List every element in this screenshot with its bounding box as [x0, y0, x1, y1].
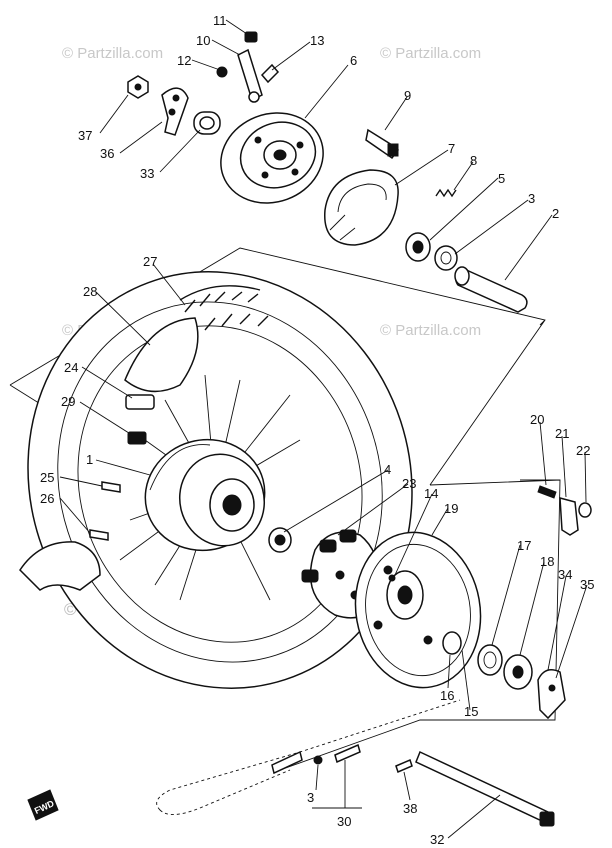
callout-label: 7: [448, 141, 455, 156]
brake-plate-parts: [127, 75, 221, 136]
callout-label: 28: [83, 284, 97, 299]
hub: [144, 438, 266, 552]
callout-label: 29: [61, 394, 75, 409]
callout-label: 12: [177, 53, 191, 68]
adjuster-plate: [537, 669, 566, 720]
callout-label: 25: [40, 470, 54, 485]
callout-label: 23: [402, 476, 416, 491]
callout-label: 13: [310, 33, 324, 48]
chain-links: [271, 743, 361, 775]
watermark: © Partzilla.com: [380, 322, 481, 339]
hub-bearing-parts: [405, 232, 528, 313]
callout-label: 21: [555, 426, 569, 441]
tube-parts: [124, 317, 199, 445]
callout-label: 30: [337, 814, 351, 829]
callouts: 11 10 13 12 6 37 36 33 9 7 8 5 3 2 27 28…: [40, 13, 594, 847]
spring: [435, 188, 457, 198]
callout-label: 37: [78, 128, 92, 143]
callout-label: 26: [40, 491, 54, 506]
callout-label: 17: [517, 538, 531, 553]
tire-bead: [19, 541, 101, 591]
callout-label: 38: [403, 801, 417, 816]
chain-adjuster: [537, 485, 592, 536]
callout-label: 11: [213, 13, 227, 28]
sprocket-bolt: [388, 574, 396, 582]
watermark: © Partzilla.com: [380, 45, 481, 62]
callout-label: 18: [540, 554, 554, 569]
callout-label: 27: [143, 254, 157, 269]
callout-label: 16: [440, 688, 454, 703]
cotter-pin: [395, 758, 413, 774]
brake-arm-parts: [216, 31, 280, 103]
callout-label: 34: [558, 567, 572, 582]
brake-shoe: [324, 169, 399, 246]
spoke-bolts: [89, 481, 121, 541]
callout-label: 8: [470, 153, 477, 168]
callout-label: 24: [64, 360, 78, 375]
callout-label: 35: [580, 577, 594, 592]
axle-bearings: [442, 631, 533, 690]
callout-label: 3: [528, 191, 535, 206]
callout-label: 36: [100, 146, 114, 161]
callout-label: 33: [140, 166, 154, 181]
callout-label: 10: [196, 33, 210, 48]
rear-axle: [415, 750, 555, 827]
callout-label: 19: [444, 501, 458, 516]
callout-label: 3: [307, 790, 314, 805]
callout-label: 6: [350, 53, 357, 68]
brake-panel: [220, 112, 324, 204]
callout-label: 5: [498, 171, 505, 186]
watermark: © Partzilla.com: [62, 45, 163, 62]
drive-chain: [156, 699, 461, 815]
callout-label: 14: [424, 486, 438, 501]
grease-fitting: [365, 128, 400, 160]
callout-label: 15: [464, 704, 478, 719]
callout-label: 1: [86, 452, 93, 467]
callout-label: 20: [530, 412, 544, 427]
callout-label: 2: [552, 206, 559, 221]
callout-label: 4: [384, 462, 391, 477]
callout-label: 22: [576, 443, 590, 458]
forward-direction-marker: FWD: [27, 789, 59, 821]
callout-label: 32: [430, 832, 444, 847]
callout-label: 9: [404, 88, 411, 103]
leader-lines: [59, 19, 588, 839]
